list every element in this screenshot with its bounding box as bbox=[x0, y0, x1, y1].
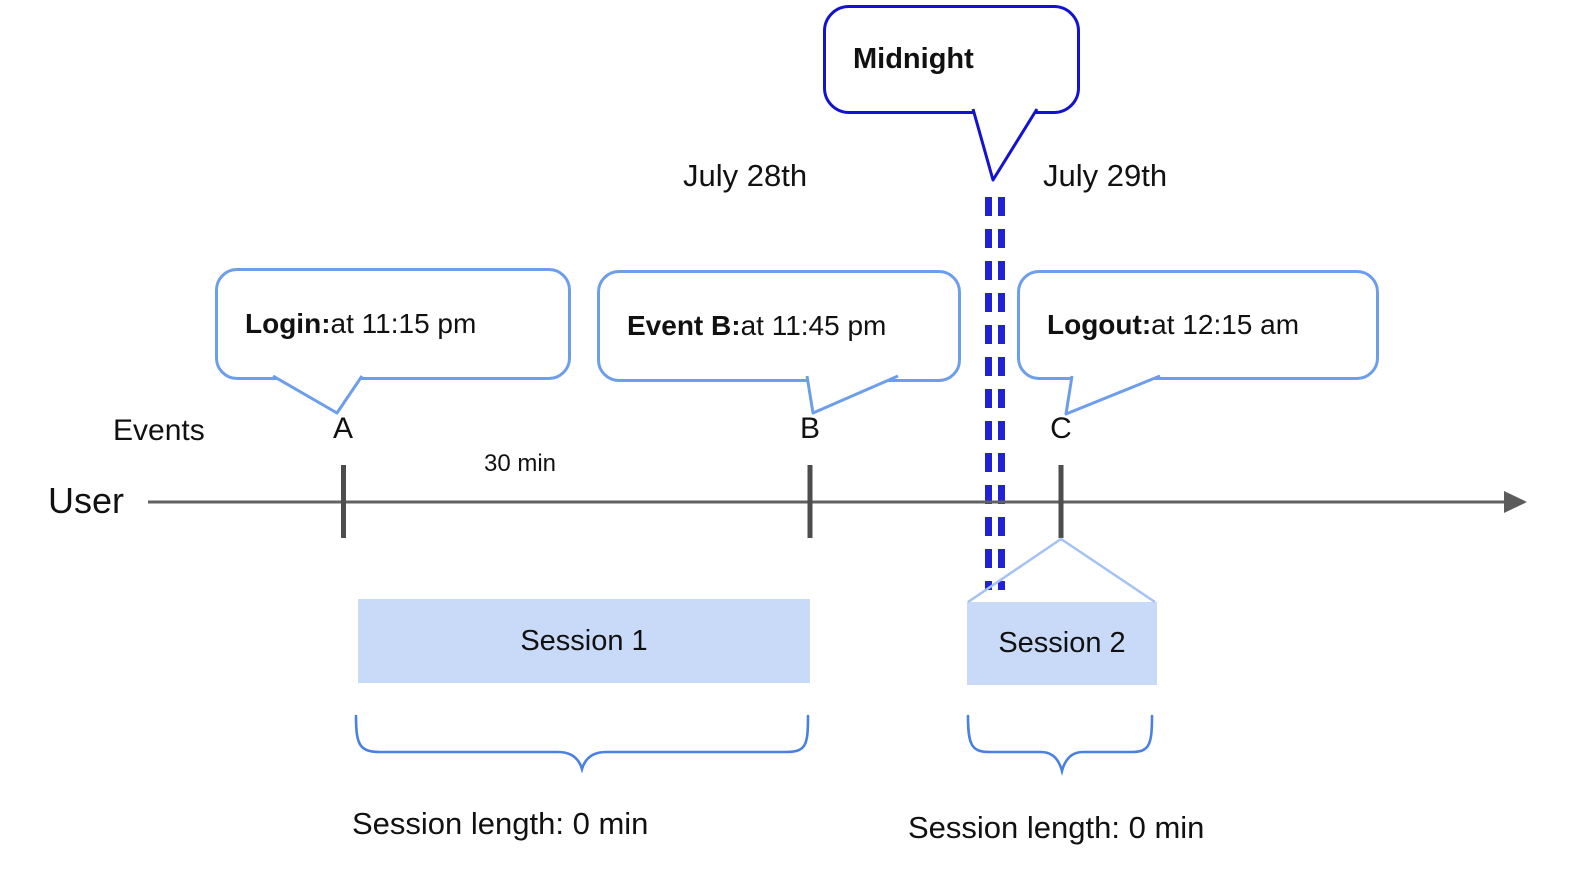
session-2-brace bbox=[966, 714, 1154, 777]
midnight-callout: Midnight bbox=[823, 5, 1080, 114]
session-1-label: Session 1 bbox=[520, 624, 648, 657]
event-marker-c: C bbox=[1050, 412, 1072, 445]
logout-callout-detail: at 12:15 am bbox=[1151, 309, 1300, 340]
midnight-callout-tail bbox=[971, 108, 1039, 182]
midnight-callout-label: Midnight bbox=[853, 43, 974, 75]
session-2-box: Session 2 bbox=[967, 602, 1157, 685]
logout-callout: Logout: at 12:15 am bbox=[1017, 270, 1379, 380]
session-2-roof bbox=[967, 537, 1156, 604]
event-b-callout-detail: at 11:45 pm bbox=[740, 310, 887, 341]
interval-30min-label: 30 min bbox=[483, 450, 557, 477]
date-july-28-label: July 28th bbox=[683, 158, 808, 193]
timeline-arrowhead-icon bbox=[1504, 491, 1527, 513]
login-callout-detail: at 11:15 pm bbox=[330, 308, 477, 339]
login-callout-title: Login: bbox=[245, 308, 331, 339]
events-row-label: Events bbox=[113, 414, 205, 447]
session-2-label: Session 2 bbox=[998, 627, 1126, 659]
logout-callout-title: Logout: bbox=[1047, 309, 1152, 340]
event-b-callout-title: Event B: bbox=[627, 310, 741, 341]
user-axis-label: User bbox=[48, 480, 125, 521]
session-1-box: Session 1 bbox=[358, 599, 810, 683]
event-marker-b: B bbox=[799, 412, 820, 445]
session-1-length-label: Session length: 0 min bbox=[352, 806, 649, 841]
event-b-callout: Event B: at 11:45 pm bbox=[597, 270, 961, 382]
date-july-29-label: July 29th bbox=[1043, 158, 1168, 193]
logout-callout-tail bbox=[1064, 374, 1161, 416]
session-1-brace bbox=[354, 714, 810, 774]
event-marker-a: A bbox=[332, 412, 353, 445]
session-2-length-label: Session length: 0 min bbox=[908, 810, 1205, 845]
login-callout: Login: at 11:15 pm bbox=[215, 268, 571, 380]
login-callout-tail bbox=[272, 374, 364, 415]
